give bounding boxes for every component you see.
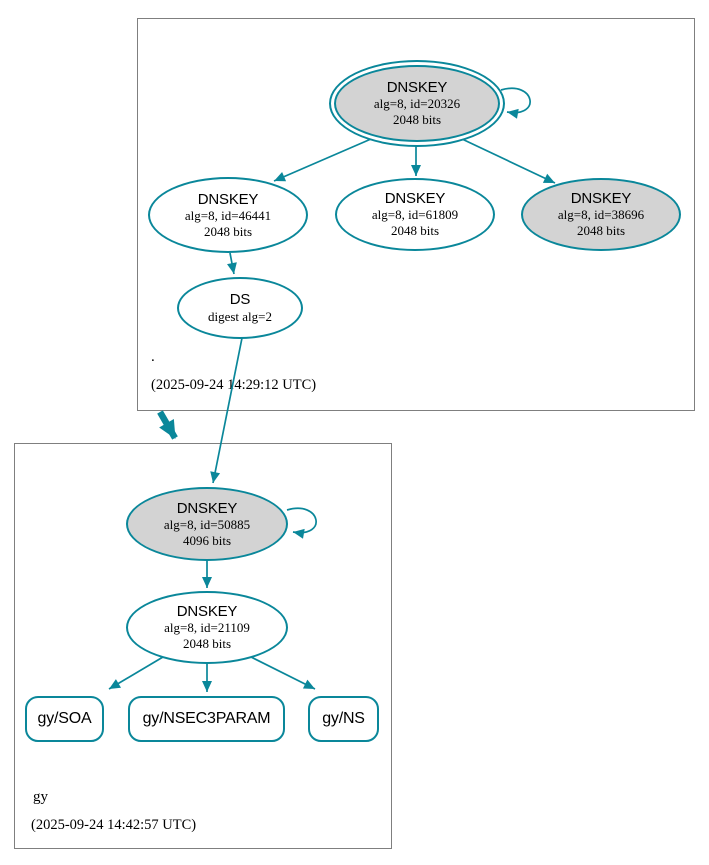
node-rrset-gy-nsec3param[interactable]: gy/NSEC3PARAM [128,696,285,742]
node-rrset-gy-soa[interactable]: gy/SOA [25,696,104,742]
node-title: DS [229,291,251,309]
zone-timestamp-root: (2025-09-24 14:29:12 UTC) [151,377,317,393]
node-title: DNSKEY [197,190,259,208]
node-ds[interactable]: DS digest alg=2 [177,277,303,339]
node-detail: alg=8, id=50885 [163,516,251,532]
node-bits: 2048 bits [390,223,440,239]
node-dnskey-38696[interactable]: DNSKEY alg=8, id=38696 2048 bits [521,178,681,251]
node-dnskey-21109[interactable]: DNSKEY alg=8, id=21109 2048 bits [126,591,288,664]
zone-timestamp-gy: (2025-09-24 14:42:57 UTC) [31,817,197,833]
node-bits: 2048 bits [182,636,232,652]
node-dnskey-20326[interactable]: DNSKEY alg=8, id=20326 2048 bits [329,60,505,147]
node-detail: alg=8, id=46441 [184,207,272,223]
node-detail: digest alg=2 [207,308,273,324]
node-title: DNSKEY [176,603,238,621]
node-detail: alg=8, id=21109 [164,620,250,636]
node-detail: alg=8, id=38696 [557,207,645,223]
zone-label-gy: gy [33,789,48,805]
node-rrset-gy-ns[interactable]: gy/NS [308,696,379,742]
zone-label-root: . [151,349,155,365]
node-title: DNSKEY [386,79,448,97]
node-bits: 2048 bits [392,112,442,128]
node-title: DNSKEY [176,499,238,517]
node-title: DNSKEY [384,190,446,208]
node-detail: alg=8, id=20326 [373,96,461,112]
node-detail: alg=8, id=61809 [371,207,459,223]
node-bits: 4096 bits [182,532,232,548]
node-dnskey-46441[interactable]: DNSKEY alg=8, id=46441 2048 bits [148,177,308,253]
node-bits: 2048 bits [576,223,626,239]
edge-delegation-root-to-gy [157,410,178,440]
node-bits: 2048 bits [203,223,253,239]
node-dnskey-61809[interactable]: DNSKEY alg=8, id=61809 2048 bits [335,178,495,251]
node-dnskey-20326-inner: DNSKEY alg=8, id=20326 2048 bits [334,65,500,142]
node-dnskey-50885[interactable]: DNSKEY alg=8, id=50885 4096 bits [126,487,288,561]
node-title: DNSKEY [570,190,632,208]
